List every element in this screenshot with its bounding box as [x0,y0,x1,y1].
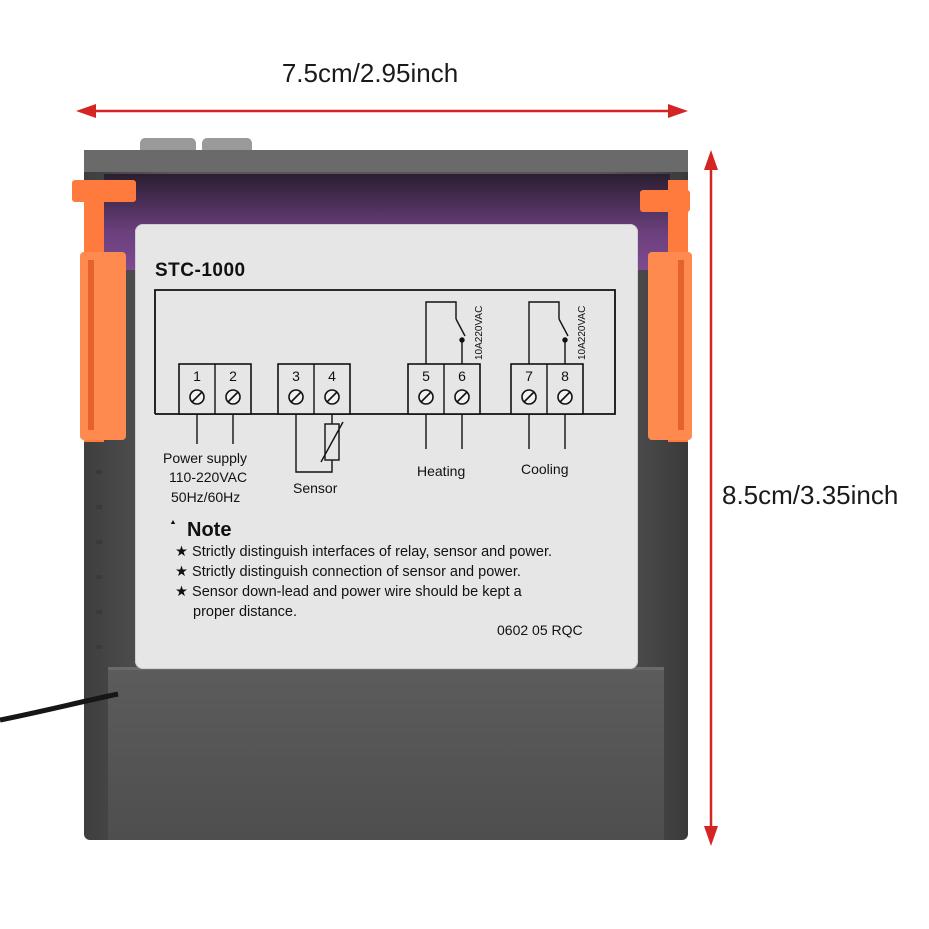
note-line-1: ★ Strictly distinguish interfaces of rel… [175,544,553,560]
thermistor-symbol [320,421,344,463]
note-line-2: ★ Strictly distinguish connection of sen… [175,564,521,580]
note-line-4: proper distance. [193,604,297,620]
terminal-7: 7 [525,368,533,384]
warning-icon [170,520,176,524]
terminal-5: 5 [422,368,430,384]
note-title: Note [187,519,232,541]
terminal-4: 4 [328,368,336,384]
terminal-1: 1 [193,368,201,384]
power-frequency-label: 50Hz/60Hz [171,489,241,505]
terminal-8: 8 [561,368,569,384]
power-supply-label: Power supply [163,450,248,466]
wiring-diagram [154,289,616,524]
housing-bottom [108,667,664,840]
left-mounting-clip [72,180,136,442]
wiring-label: STC-1000 [135,224,638,669]
heating-relay-rating: 10A220VAC [474,305,485,360]
terminal-3: 3 [292,368,300,384]
cooling-relay-rating: 10A220VAC [577,305,588,360]
model-name: STC-1000 [155,260,246,281]
width-arrow [76,104,688,118]
terminal-6: 6 [458,368,466,384]
height-dimension-label: 8.5cm/3.35inch [722,480,899,510]
right-mounting-clip [640,180,692,442]
height-arrow [704,150,718,846]
width-dimension-label: 7.5cm/2.95inch [281,58,459,88]
note-line-3: ★ Sensor down-lead and power wire should… [175,584,522,600]
label-code: 0602 05 RQC [497,622,583,638]
sensor-cable [0,691,119,723]
power-voltage-label: 110-220VAC [169,469,248,485]
sensor-label: Sensor [293,480,338,496]
heating-label: Heating [417,463,466,479]
cooling-label: Cooling [521,461,569,477]
terminal-2: 2 [229,368,237,384]
